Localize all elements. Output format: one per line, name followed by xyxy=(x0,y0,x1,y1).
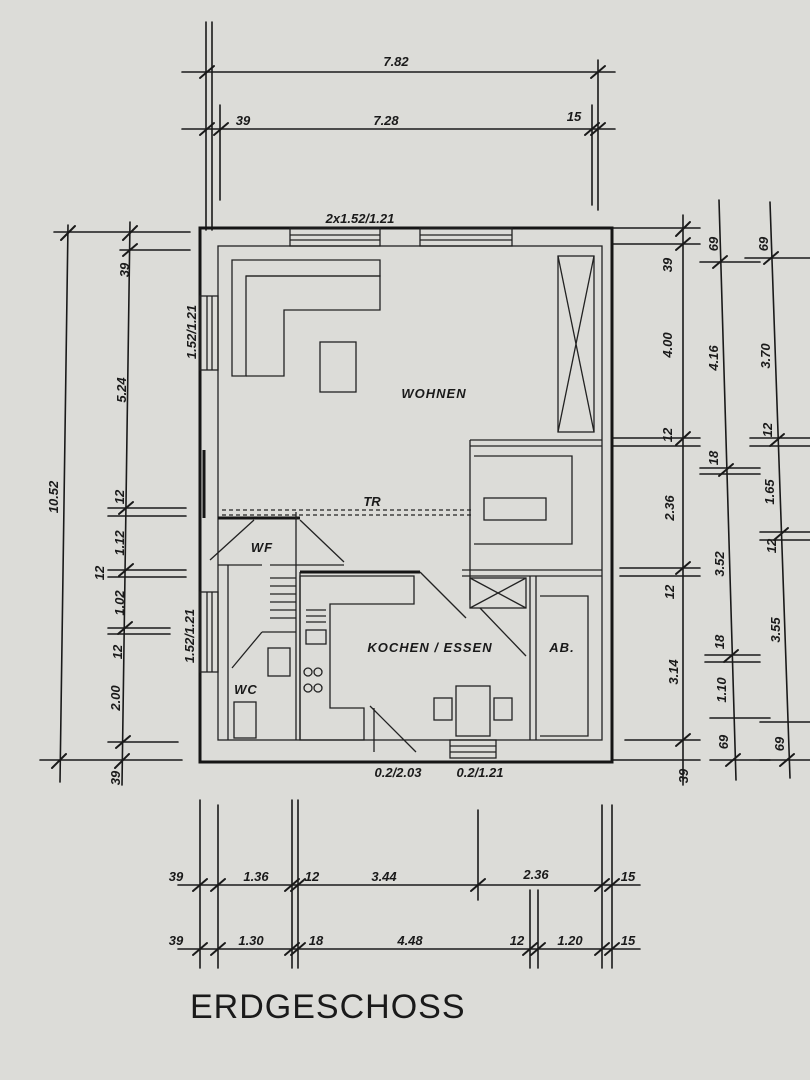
dim-r2-69b: 69 xyxy=(716,734,731,749)
dim-r1-314: 3.14 xyxy=(666,659,681,685)
furniture xyxy=(231,255,595,759)
dim-r2-352: 3.52 xyxy=(712,551,727,577)
label-left-window: 1.52/1.21 xyxy=(184,305,199,359)
dim-left-102: 1.02 xyxy=(112,590,127,616)
dim-r3-69: 69 xyxy=(756,236,771,251)
dim-left-12b: 12 xyxy=(92,565,107,580)
dim-r3-355: 3.55 xyxy=(768,617,783,643)
dim-left-112: 1.12 xyxy=(112,530,127,556)
dim-r1-400: 4.00 xyxy=(660,332,675,359)
dim-b2-18: 18 xyxy=(309,933,324,948)
dim-r1-39: 39 xyxy=(660,257,675,272)
dim-r3-12: 12 xyxy=(760,422,775,437)
dim-r1-236: 2.36 xyxy=(662,495,677,522)
coffee-table xyxy=(319,341,357,393)
dim-top-inner-left: 39 xyxy=(236,113,251,128)
dim-b2-15: 15 xyxy=(621,933,636,948)
label-door-a: 0.2/2.03 xyxy=(375,765,423,780)
dim-r2-18: 18 xyxy=(706,450,721,465)
room-label-wc: WC xyxy=(234,682,258,697)
dim-b1-136: 1.36 xyxy=(243,869,269,884)
dim-b2-39: 39 xyxy=(169,933,184,948)
dim-r1-12b: 12 xyxy=(662,584,677,599)
left-dimensions: 10.52 39 5.24 12 1.12 12 1.02 12 2.00 39 xyxy=(39,221,191,786)
dim-b2-120: 1.20 xyxy=(557,933,583,948)
dim-r3-12b: 12 xyxy=(764,538,779,553)
building-walls xyxy=(198,226,614,764)
dim-b2-130: 1.30 xyxy=(238,933,264,948)
dim-b2-12: 12 xyxy=(510,933,525,948)
bottom-dimensions: 39 1.36 12 3.44 2.36 15 39 1.30 18 4.48 … xyxy=(169,799,641,969)
page-title: ERDGESCHOSS xyxy=(190,988,466,1026)
cabinet xyxy=(557,255,595,433)
room-label-kochen-essen: KOCHEN / ESSEN xyxy=(367,640,492,655)
dim-left-200: 2.00 xyxy=(108,685,123,712)
dim-b1-39: 39 xyxy=(169,869,184,884)
dim-left-12a: 12 xyxy=(112,489,127,504)
dim-b1-344: 3.44 xyxy=(371,869,397,884)
dim-left-total: 10.52 xyxy=(46,480,61,513)
room-label-ab: AB. xyxy=(548,640,574,655)
stairs xyxy=(270,577,296,619)
room-label-wf: WF xyxy=(251,540,273,555)
dim-b1-12: 12 xyxy=(305,869,320,884)
right-dimensions: 39 4.00 12 2.36 12 3.14 39 69 4.16 18 3.… xyxy=(611,199,810,786)
dim-r1-39b: 39 xyxy=(676,768,691,783)
dim-r2-69: 69 xyxy=(706,236,721,251)
dim-left-524: 5.24 xyxy=(114,377,129,403)
label-wc-window: 1.52/1.21 xyxy=(182,609,197,663)
dining-table xyxy=(455,685,491,737)
dim-r1-12: 12 xyxy=(660,427,675,442)
dim-left-12c: 12 xyxy=(110,644,125,659)
dim-left-39a: 39 xyxy=(117,262,132,277)
fridge xyxy=(469,577,527,609)
top-dimensions: 7.82 39 7.28 15 xyxy=(181,21,616,231)
dim-r3-370: 3.70 xyxy=(758,343,773,369)
dim-top-inner-right: 15 xyxy=(567,109,582,124)
dim-r2-416: 4.16 xyxy=(706,345,721,372)
dim-b2-448: 4.48 xyxy=(396,933,423,948)
label-door-b: 0.2/1.21 xyxy=(457,765,504,780)
label-top-windows: 2x1.52/1.21 xyxy=(325,211,395,226)
dim-b1-15: 15 xyxy=(621,869,636,884)
label-tr: TR xyxy=(363,494,381,509)
room-label-wohnen: WOHNEN xyxy=(401,386,466,401)
dim-left-39b: 39 xyxy=(108,770,123,785)
dim-r3-69b: 69 xyxy=(772,736,787,751)
dim-r2-110: 1.10 xyxy=(714,677,729,703)
dim-top-outer: 7.82 xyxy=(383,54,409,69)
dim-r2-18b: 18 xyxy=(712,634,727,649)
dim-top-inner-mid: 7.28 xyxy=(373,113,399,128)
dim-r3-165: 1.65 xyxy=(762,479,777,505)
dim-b1-236: 2.36 xyxy=(522,867,549,882)
